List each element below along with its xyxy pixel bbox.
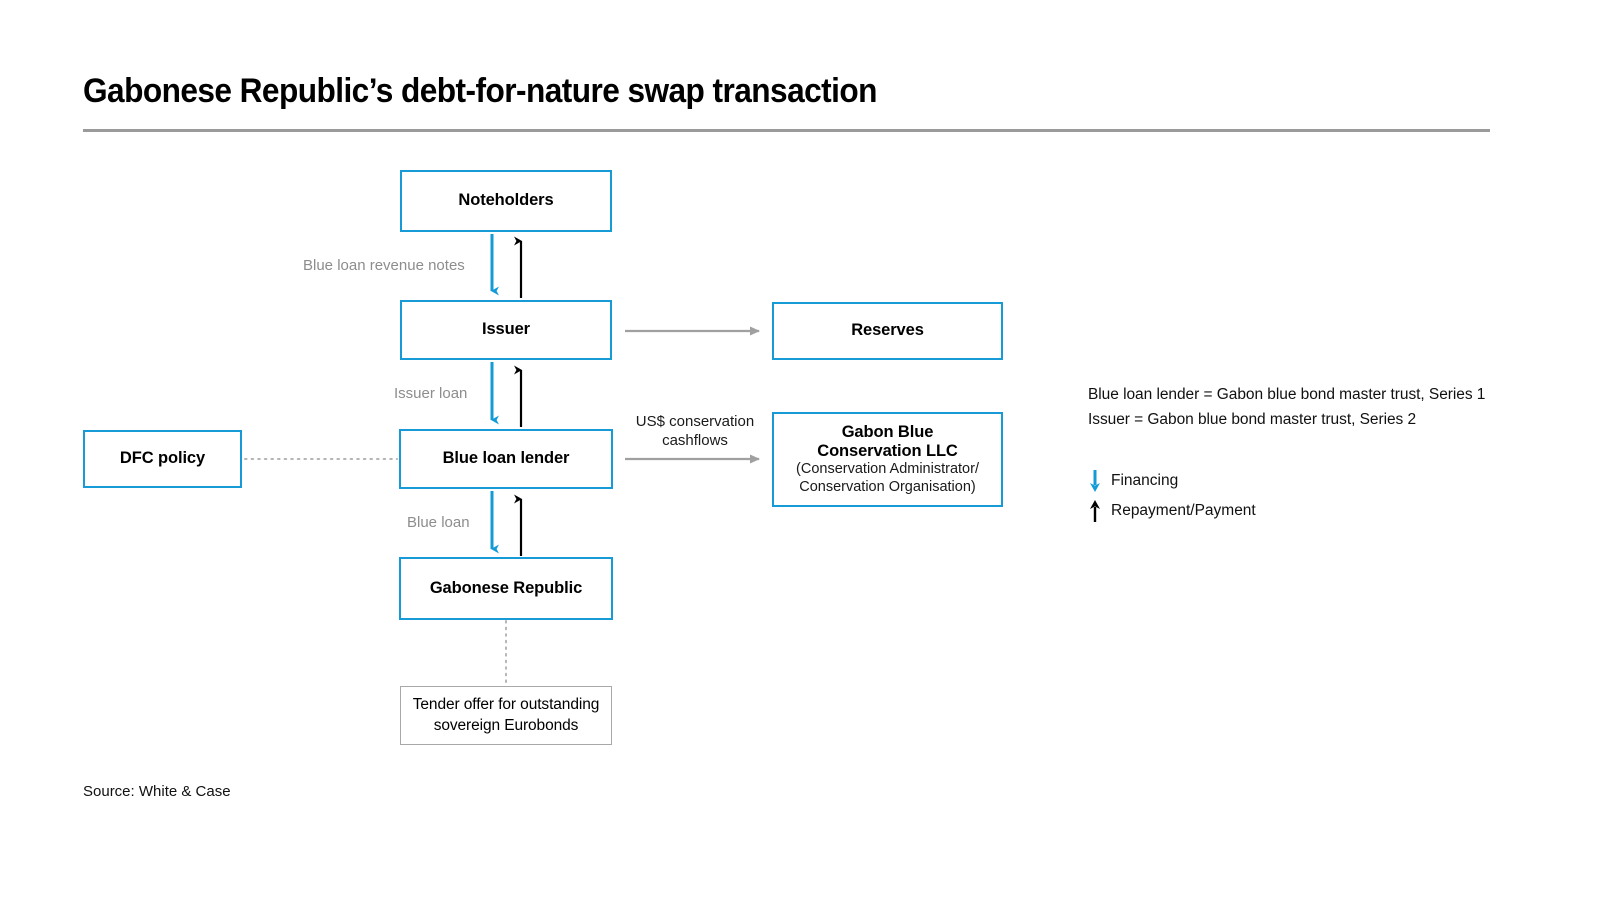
node-gabon-blue-conservation-llc[interactable]: Gabon Blue Conservation LLC (Conservatio… <box>772 412 1003 507</box>
edge-label-usd-cashflows-line2: cashflows <box>662 431 728 449</box>
node-noteholders[interactable]: Noteholders <box>400 170 612 232</box>
node-conservation-title-line1: Gabon Blue <box>841 422 934 441</box>
legend-label-repayment-payment: Repayment/Payment <box>1111 502 1256 519</box>
node-blue-loan-lender[interactable]: Blue loan lender <box>399 429 613 489</box>
node-issuer-label: Issuer <box>481 320 530 339</box>
node-gabonese-republic[interactable]: Gabonese Republic <box>399 557 613 620</box>
legend-item-repayment-payment: Repayment/Payment <box>1088 498 1256 524</box>
page-title: Gabonese Republic’s debt-for-nature swap… <box>83 72 877 110</box>
edge-label-blue-loan: Blue loan <box>407 514 470 531</box>
source-note: Source: White & Case <box>83 783 231 800</box>
node-issuer[interactable]: Issuer <box>400 300 612 360</box>
legend-item-financing: Financing <box>1088 468 1178 494</box>
node-tender-offer-line1: Tender offer for outstanding <box>412 696 600 714</box>
title-divider <box>83 129 1490 132</box>
node-dfc-policy-label: DFC policy <box>119 449 206 468</box>
node-reserves[interactable]: Reserves <box>772 302 1003 360</box>
node-conservation-sub-line2: Conservation Organisation) <box>799 478 976 495</box>
edge-label-usd-cashflows-line1: US$ conservation <box>635 413 755 430</box>
edge-label-blue-loan-revenue-notes: Blue loan revenue notes <box>303 257 465 274</box>
node-dfc-policy[interactable]: DFC policy <box>83 430 242 488</box>
note-issuer-definition: Issuer = Gabon blue bond master trust, S… <box>1088 411 1417 428</box>
node-blue-loan-lender-label: Blue loan lender <box>442 449 570 468</box>
arrow-down-icon <box>1090 470 1100 492</box>
node-gabonese-republic-label: Gabonese Republic <box>429 578 583 597</box>
note-blue-loan-lender-definition: Blue loan lender = Gabon blue bond maste… <box>1088 386 1486 403</box>
arrow-up-icon <box>1090 500 1100 522</box>
node-conservation-title-line2: Conservation LLC <box>817 442 958 461</box>
edge-label-issuer-loan: Issuer loan <box>394 385 468 402</box>
node-tender-offer-line2: sovereign Eurobonds <box>433 716 579 734</box>
node-tender-offer[interactable]: Tender offer for outstanding sovereign E… <box>400 686 612 745</box>
node-conservation-sub-line1: (Conservation Administrator/ <box>796 461 979 478</box>
node-noteholders-label: Noteholders <box>458 191 554 210</box>
edge-label-usd-conservation-cashflows: US$ conservation cashflows <box>630 413 760 451</box>
node-reserves-label: Reserves <box>851 321 924 340</box>
legend-label-financing: Financing <box>1111 472 1179 489</box>
